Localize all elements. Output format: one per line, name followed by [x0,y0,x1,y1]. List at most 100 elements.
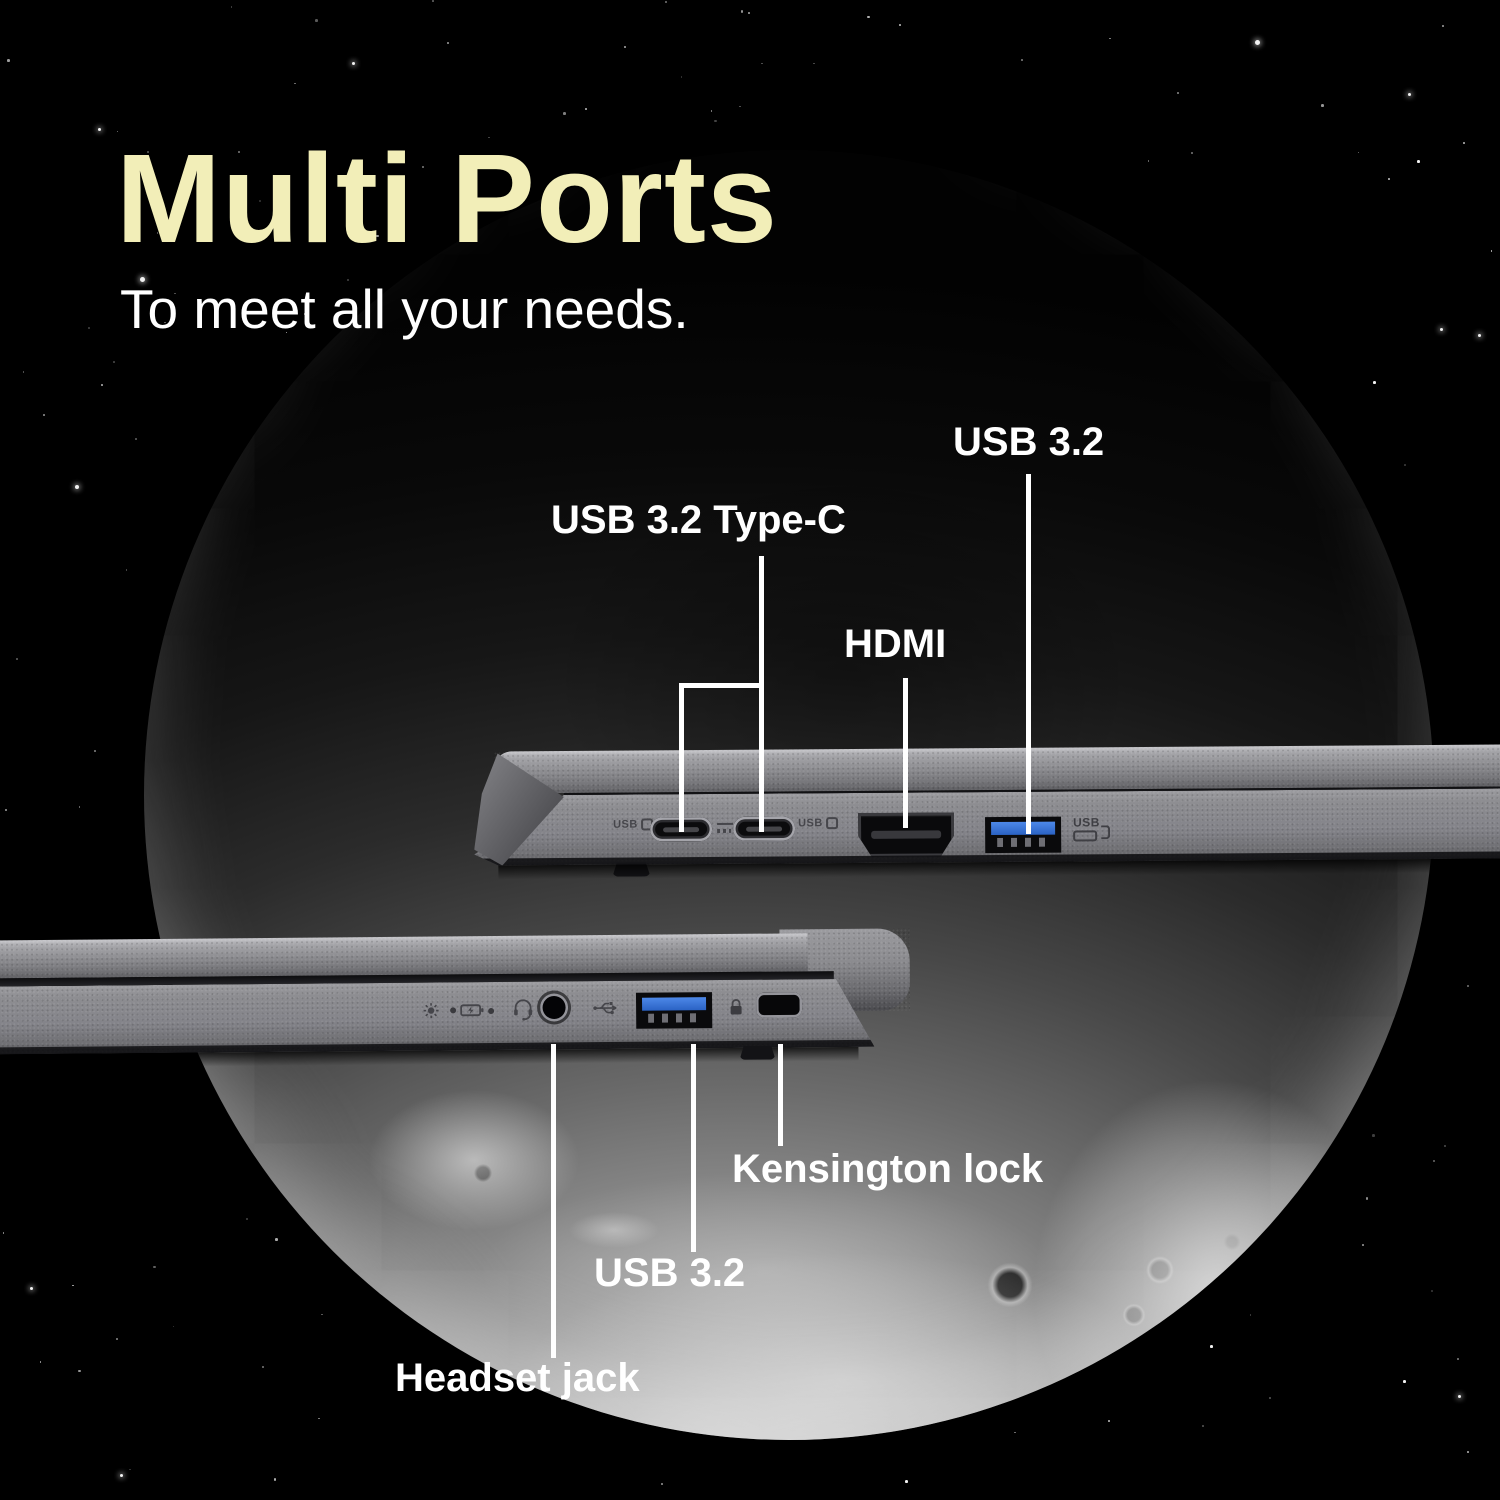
star [275,1238,278,1241]
star [1362,1244,1364,1246]
usb-logo-icon: USB [798,817,838,829]
star [1021,59,1023,61]
usb-5gbps-box-icon [1073,830,1097,841]
star [115,1338,118,1341]
star [1403,464,1406,466]
page-subtitle: To meet all your needs. [120,278,689,340]
usb-a-pins [648,1013,700,1022]
star [1417,160,1420,163]
star [22,371,25,373]
star [714,119,717,123]
star [318,1417,320,1420]
callout-label-usb-c: USB 3.2 Type-C [551,498,846,542]
star [1357,151,1360,154]
usb-a-port-top [985,817,1061,854]
star [285,331,288,334]
star [585,107,587,110]
star [78,806,81,808]
usb-a-tongue [642,997,706,1011]
star [88,327,90,330]
callout-label-usb-a-top: USB 3.2 [953,420,1105,464]
star [899,24,901,27]
star [140,277,145,282]
star [1440,328,1443,331]
star [1210,1345,1213,1348]
usb-a-pins [997,838,1049,847]
callout-line-kensington [778,1044,783,1146]
star [1478,334,1481,337]
star [1388,178,1390,181]
usb-5gbps-icon: USB [1071,815,1119,845]
star [1490,250,1493,252]
callout-line-hdmi [903,678,908,828]
callout-line-usb-c-fork [679,683,764,688]
star [116,130,119,133]
star [488,136,491,139]
star [120,1474,123,1477]
star [1443,1144,1447,1148]
star [1408,93,1411,96]
usb-5gbps-text: USB [1073,815,1100,830]
star [230,6,233,9]
star [93,750,96,752]
charge-led-icon [488,1008,494,1014]
star [1371,1134,1375,1137]
star [661,1483,663,1485]
usb-logo-icon: USB [613,818,653,830]
rubber-foot [739,1046,775,1060]
star [113,361,115,364]
callout-line-usb-c-stem [759,556,764,688]
power-led-icon [450,1007,456,1013]
star [1467,985,1470,987]
laptop-left-side-view [0,924,913,1074]
star [432,0,434,3]
star [1431,1290,1434,1293]
usb-a-tongue [991,822,1055,835]
star [1269,1397,1271,1399]
star [1321,104,1324,107]
star [1249,1314,1252,1316]
star [78,1369,81,1373]
star [1201,1424,1204,1427]
callout-label-usb-a-bottom: USB 3.2 [594,1251,746,1295]
star [346,278,350,282]
star [261,1365,265,1369]
star [146,151,149,154]
star [710,109,713,112]
star [259,200,261,202]
charging-indicator-icon [717,823,733,833]
star [75,485,79,489]
star [1467,1451,1469,1453]
star [164,321,167,324]
star [1403,1380,1406,1383]
star [421,165,425,169]
star [42,413,45,416]
star [1109,37,1112,40]
callout-line-usb-c-right [759,683,764,832]
star [813,62,815,65]
star [867,15,871,19]
star [1441,24,1444,27]
star [1457,1358,1460,1361]
star [1373,381,1376,384]
usb-5gbps-hook-icon [1101,825,1110,839]
star [761,62,763,65]
star [39,1360,42,1363]
star [664,0,668,4]
star [740,10,744,13]
kensington-lock-slot [756,992,802,1017]
star [905,1480,908,1483]
star [447,41,449,44]
star [98,128,101,131]
star [173,292,176,295]
star [156,232,159,235]
callout-line-usb-a-bottom [691,1044,696,1252]
star [72,1284,75,1287]
star [680,75,683,78]
star [293,82,296,85]
star [1177,92,1179,95]
star [738,105,741,108]
usb-logo-text: USB [798,817,823,830]
star [1191,151,1194,154]
